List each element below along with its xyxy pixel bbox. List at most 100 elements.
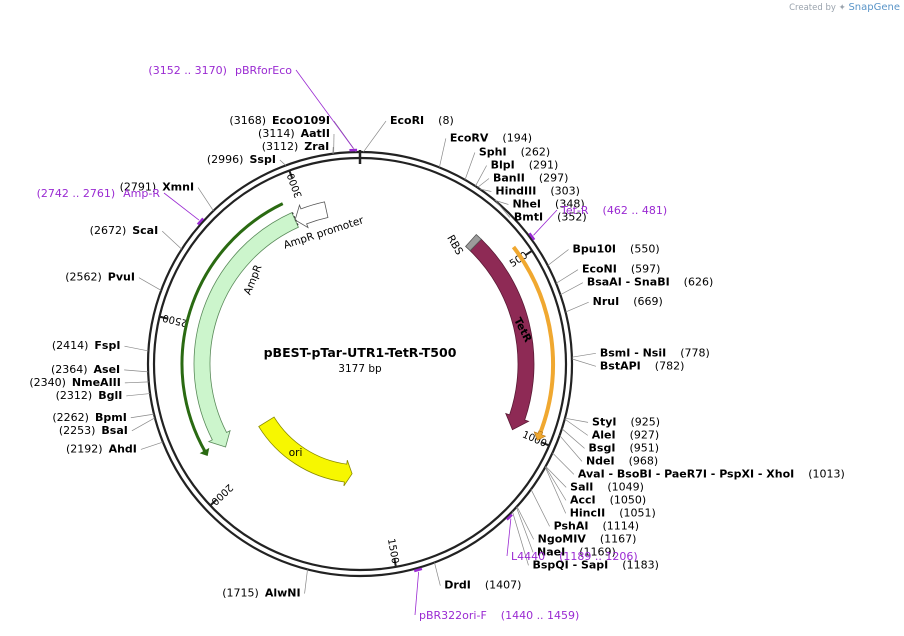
site-position: (1051) xyxy=(619,506,656,519)
site-scai: ScaI(2672) xyxy=(90,224,159,237)
tick-mark-1000 xyxy=(541,441,550,447)
tick-label-3000: 3000 xyxy=(286,172,305,200)
primer-mark-tet-r xyxy=(528,232,536,241)
site-position: (951) xyxy=(629,441,659,454)
restriction-site-labels: EcoRI (8) EcoRV(194) SphI(262)BlpI(291)BanI… xyxy=(29,114,844,599)
site-name: NmeAIII xyxy=(72,376,121,389)
feature-arrows xyxy=(180,201,555,487)
site-name: EcoRI xyxy=(390,114,424,127)
site-hindiii: HindIII(303) xyxy=(495,185,580,198)
site-alwni: AlwNI (1715) xyxy=(222,587,300,600)
ampr-promoter-boundary xyxy=(291,212,300,228)
site-nrui: NruI(669) xyxy=(593,295,663,308)
site-sali: SalI(1049) xyxy=(570,480,644,493)
site-econi: EcoNI(597) xyxy=(582,263,660,276)
leader-styi xyxy=(564,417,589,423)
site-position: (3112) xyxy=(262,140,299,153)
site-avai-bsobi-paer7i-pspxi-xhoi: AvaI - BsoBI - PaeR7I - PspXI - XhoI(101… xyxy=(578,467,845,480)
leader-bgli xyxy=(126,393,151,397)
leader-bspqi-sapi xyxy=(512,511,529,566)
leader-naei xyxy=(516,507,534,553)
feature-rbs xyxy=(465,233,482,252)
site-position: (2791) xyxy=(120,181,157,194)
site-position: (262) xyxy=(521,146,551,159)
site-bgli: BglI(2312) xyxy=(56,389,123,402)
site-name: AlwNI xyxy=(265,587,301,600)
leader-sspi xyxy=(279,159,286,166)
site-position: (597) xyxy=(631,263,661,276)
leader-ahdi xyxy=(140,441,164,450)
leader-pshai xyxy=(530,489,550,527)
leader-hincii xyxy=(544,466,567,514)
leader-alei xyxy=(564,418,588,436)
leader-bsai xyxy=(131,417,156,432)
site-name: FspI xyxy=(94,339,120,352)
site-bmti: BmtI(352) xyxy=(514,211,587,224)
site-position: (626) xyxy=(684,276,714,289)
leader-nmeaiii xyxy=(124,381,149,384)
snapgene-logo-icon: ✦ xyxy=(838,3,846,13)
leader-bpu10i xyxy=(547,249,569,266)
site-name: SalI xyxy=(570,480,593,493)
site-bsaai-snabi: BsaAI - SnaBI(626) xyxy=(587,276,713,289)
leader-banii xyxy=(477,178,490,188)
site-name: AseI xyxy=(94,363,121,376)
site-pvui: PvuI (2562) xyxy=(65,271,135,284)
leader-alwni xyxy=(304,569,308,594)
primer-range: (1440 .. 1459) xyxy=(501,609,580,622)
feature-label-ori: ori xyxy=(289,447,303,459)
site-position: (3168) xyxy=(229,114,266,127)
site-position: (925) xyxy=(630,415,660,428)
site-ahdi: AhdI(2192) xyxy=(66,442,137,455)
site-name: BanII xyxy=(493,172,525,185)
snapgene-credit: Created by ✦ SnapGene xyxy=(789,2,900,13)
site-position: (348) xyxy=(555,198,585,211)
credit-brand: SnapGene xyxy=(848,2,900,13)
site-name: ZraI xyxy=(304,140,329,153)
leader-bsgi xyxy=(561,428,585,449)
site-position: (1715) xyxy=(222,587,259,600)
site-aatii: AatII(3114) xyxy=(258,127,330,140)
site-acci: AccI(1050) xyxy=(570,493,646,506)
site-position: (1114) xyxy=(602,519,639,532)
primer-mark-amp-r xyxy=(196,217,205,226)
site-pshai: PshAI(1114) xyxy=(554,519,639,532)
site-name: NruI xyxy=(593,295,620,308)
site-asei: AseI (2364) xyxy=(51,363,120,376)
leader-avai-bsobi-paer7i-pspxi-xhoi xyxy=(552,452,575,475)
site-position: (2364) xyxy=(51,363,88,376)
site-banii: BanII (297) xyxy=(493,172,568,185)
site-name: AccI xyxy=(570,493,596,506)
site-sphi: SphI(262) xyxy=(479,146,550,159)
site-position: (2562) xyxy=(65,271,102,284)
site-alei: AleI(927) xyxy=(592,428,659,441)
site-position: (297) xyxy=(539,172,569,185)
leader-drdi xyxy=(434,562,441,586)
plasmid-name: pBEST-pTar-UTR1-TetR-T500 xyxy=(264,345,457,360)
site-name: PvuI xyxy=(108,271,135,284)
leader-nrui xyxy=(565,301,589,313)
leader-acci xyxy=(545,466,567,501)
site-position: (550) xyxy=(630,243,660,256)
feature-tetr xyxy=(469,238,535,431)
site-name: NdeI xyxy=(586,454,615,467)
leader-ndei xyxy=(559,435,583,462)
site-name: AhdI xyxy=(109,442,137,455)
leader-bsaai-snabi xyxy=(560,282,584,296)
primer-l4440: L4440(1189 .. 1206) xyxy=(511,550,638,563)
primer-name: Amp-R xyxy=(123,187,160,200)
site-name: AleI xyxy=(592,428,616,441)
site-name: BsgI xyxy=(589,441,616,454)
site-position: (968) xyxy=(629,454,659,467)
site-ecorv: EcoRV(194) xyxy=(450,131,532,144)
site-name: HincII xyxy=(570,506,606,519)
site-name: StyI xyxy=(592,415,616,428)
site-name: BsaI xyxy=(101,424,127,437)
site-name: HindIII xyxy=(495,185,536,198)
ampr-primer-track-head xyxy=(199,447,210,457)
site-position: (8) xyxy=(438,114,454,127)
site-name: NaeI xyxy=(537,545,565,558)
leader-nhei xyxy=(494,199,509,205)
primer-amp-r: Amp-R(2742 .. 2761) xyxy=(37,187,161,200)
site-blpi: BlpI(291) xyxy=(491,159,559,172)
